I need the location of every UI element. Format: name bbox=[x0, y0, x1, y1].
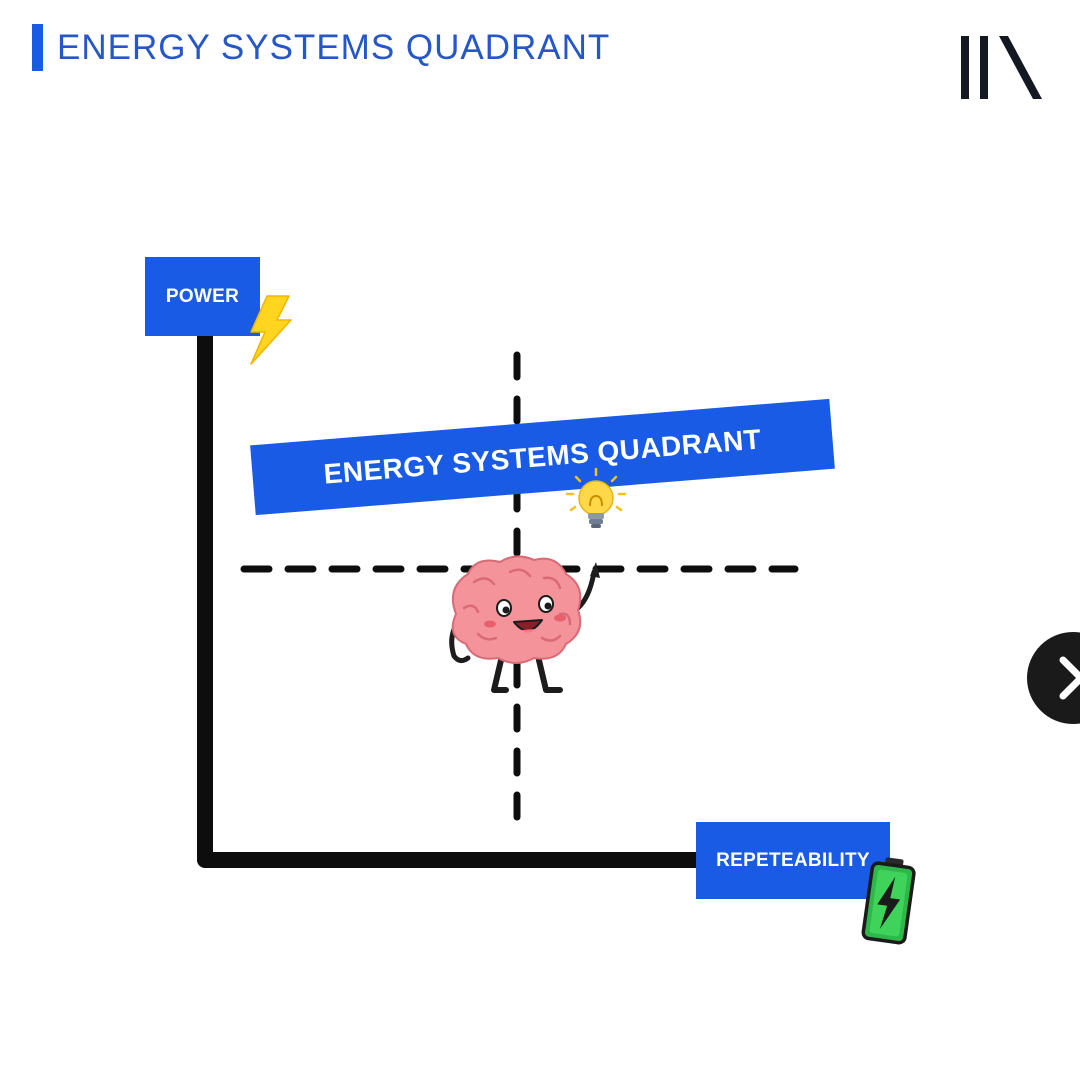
brain-leg-right bbox=[535, 653, 563, 693]
brain-mascot-icon bbox=[449, 555, 600, 693]
lightning-bolt-icon bbox=[250, 295, 292, 365]
x-axis-label: REPETEABILITY bbox=[716, 849, 870, 871]
brain-leg-left bbox=[491, 653, 509, 693]
y-axis-label-box: POWER bbox=[145, 257, 260, 336]
x-axis-label-box: REPETEABILITY bbox=[696, 822, 890, 899]
battery-icon bbox=[861, 857, 916, 945]
light-bulb-icon bbox=[565, 467, 627, 528]
brand-logo-icon bbox=[961, 36, 1042, 99]
chevron-right-icon bbox=[1059, 656, 1080, 700]
axis-lines bbox=[197, 312, 713, 868]
y-axis-label: POWER bbox=[165, 285, 240, 307]
brain-body bbox=[451, 555, 582, 664]
page-title: ENERGY SYSTEMS QUADRANT bbox=[57, 28, 611, 67]
header-accent-bar bbox=[32, 24, 43, 71]
